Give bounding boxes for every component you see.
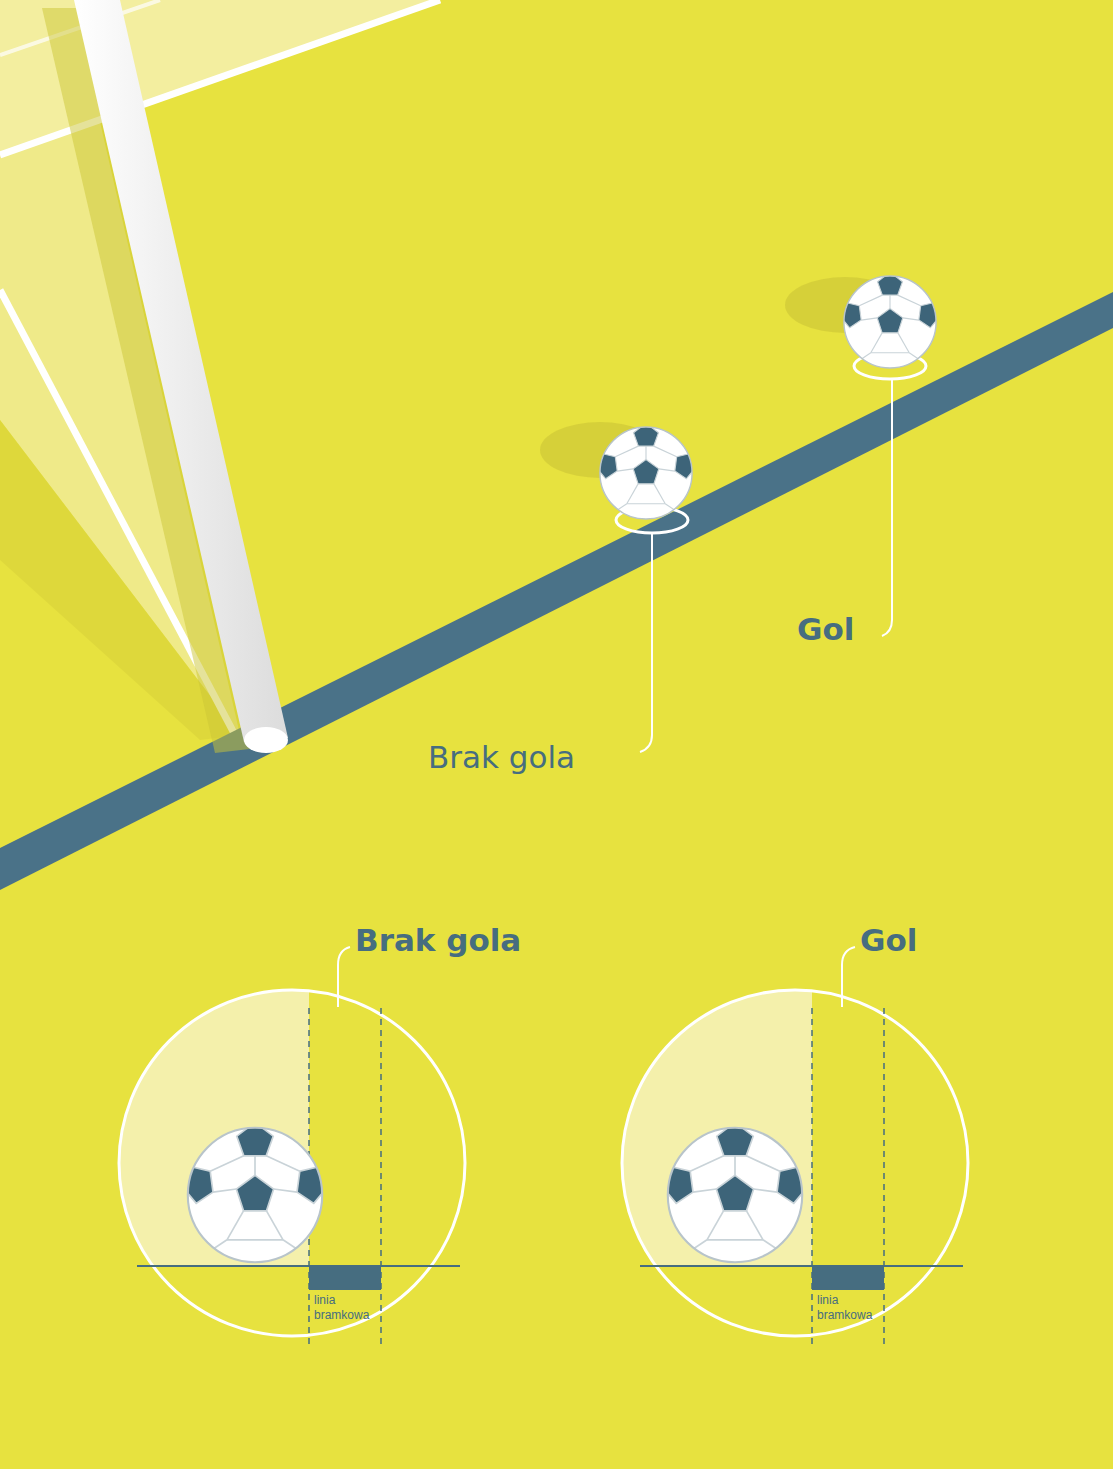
line-label: linia bramkowa bbox=[817, 1293, 879, 1323]
line-label: linia bramkowa bbox=[314, 1293, 376, 1323]
zoom-circle-node: Brak golalinia bramkowa bbox=[117, 988, 467, 1338]
zoom-circle bbox=[620, 988, 970, 1338]
verdict-label: Brak gola bbox=[428, 742, 575, 773]
verdict-label: Gol bbox=[797, 614, 854, 645]
zoom-circle-node: Gollinia bramkowa bbox=[620, 988, 970, 1338]
verdict-heading: Brak gola bbox=[355, 925, 521, 956]
verdict-heading: Gol bbox=[860, 925, 917, 956]
zoom-circle bbox=[117, 988, 467, 1338]
